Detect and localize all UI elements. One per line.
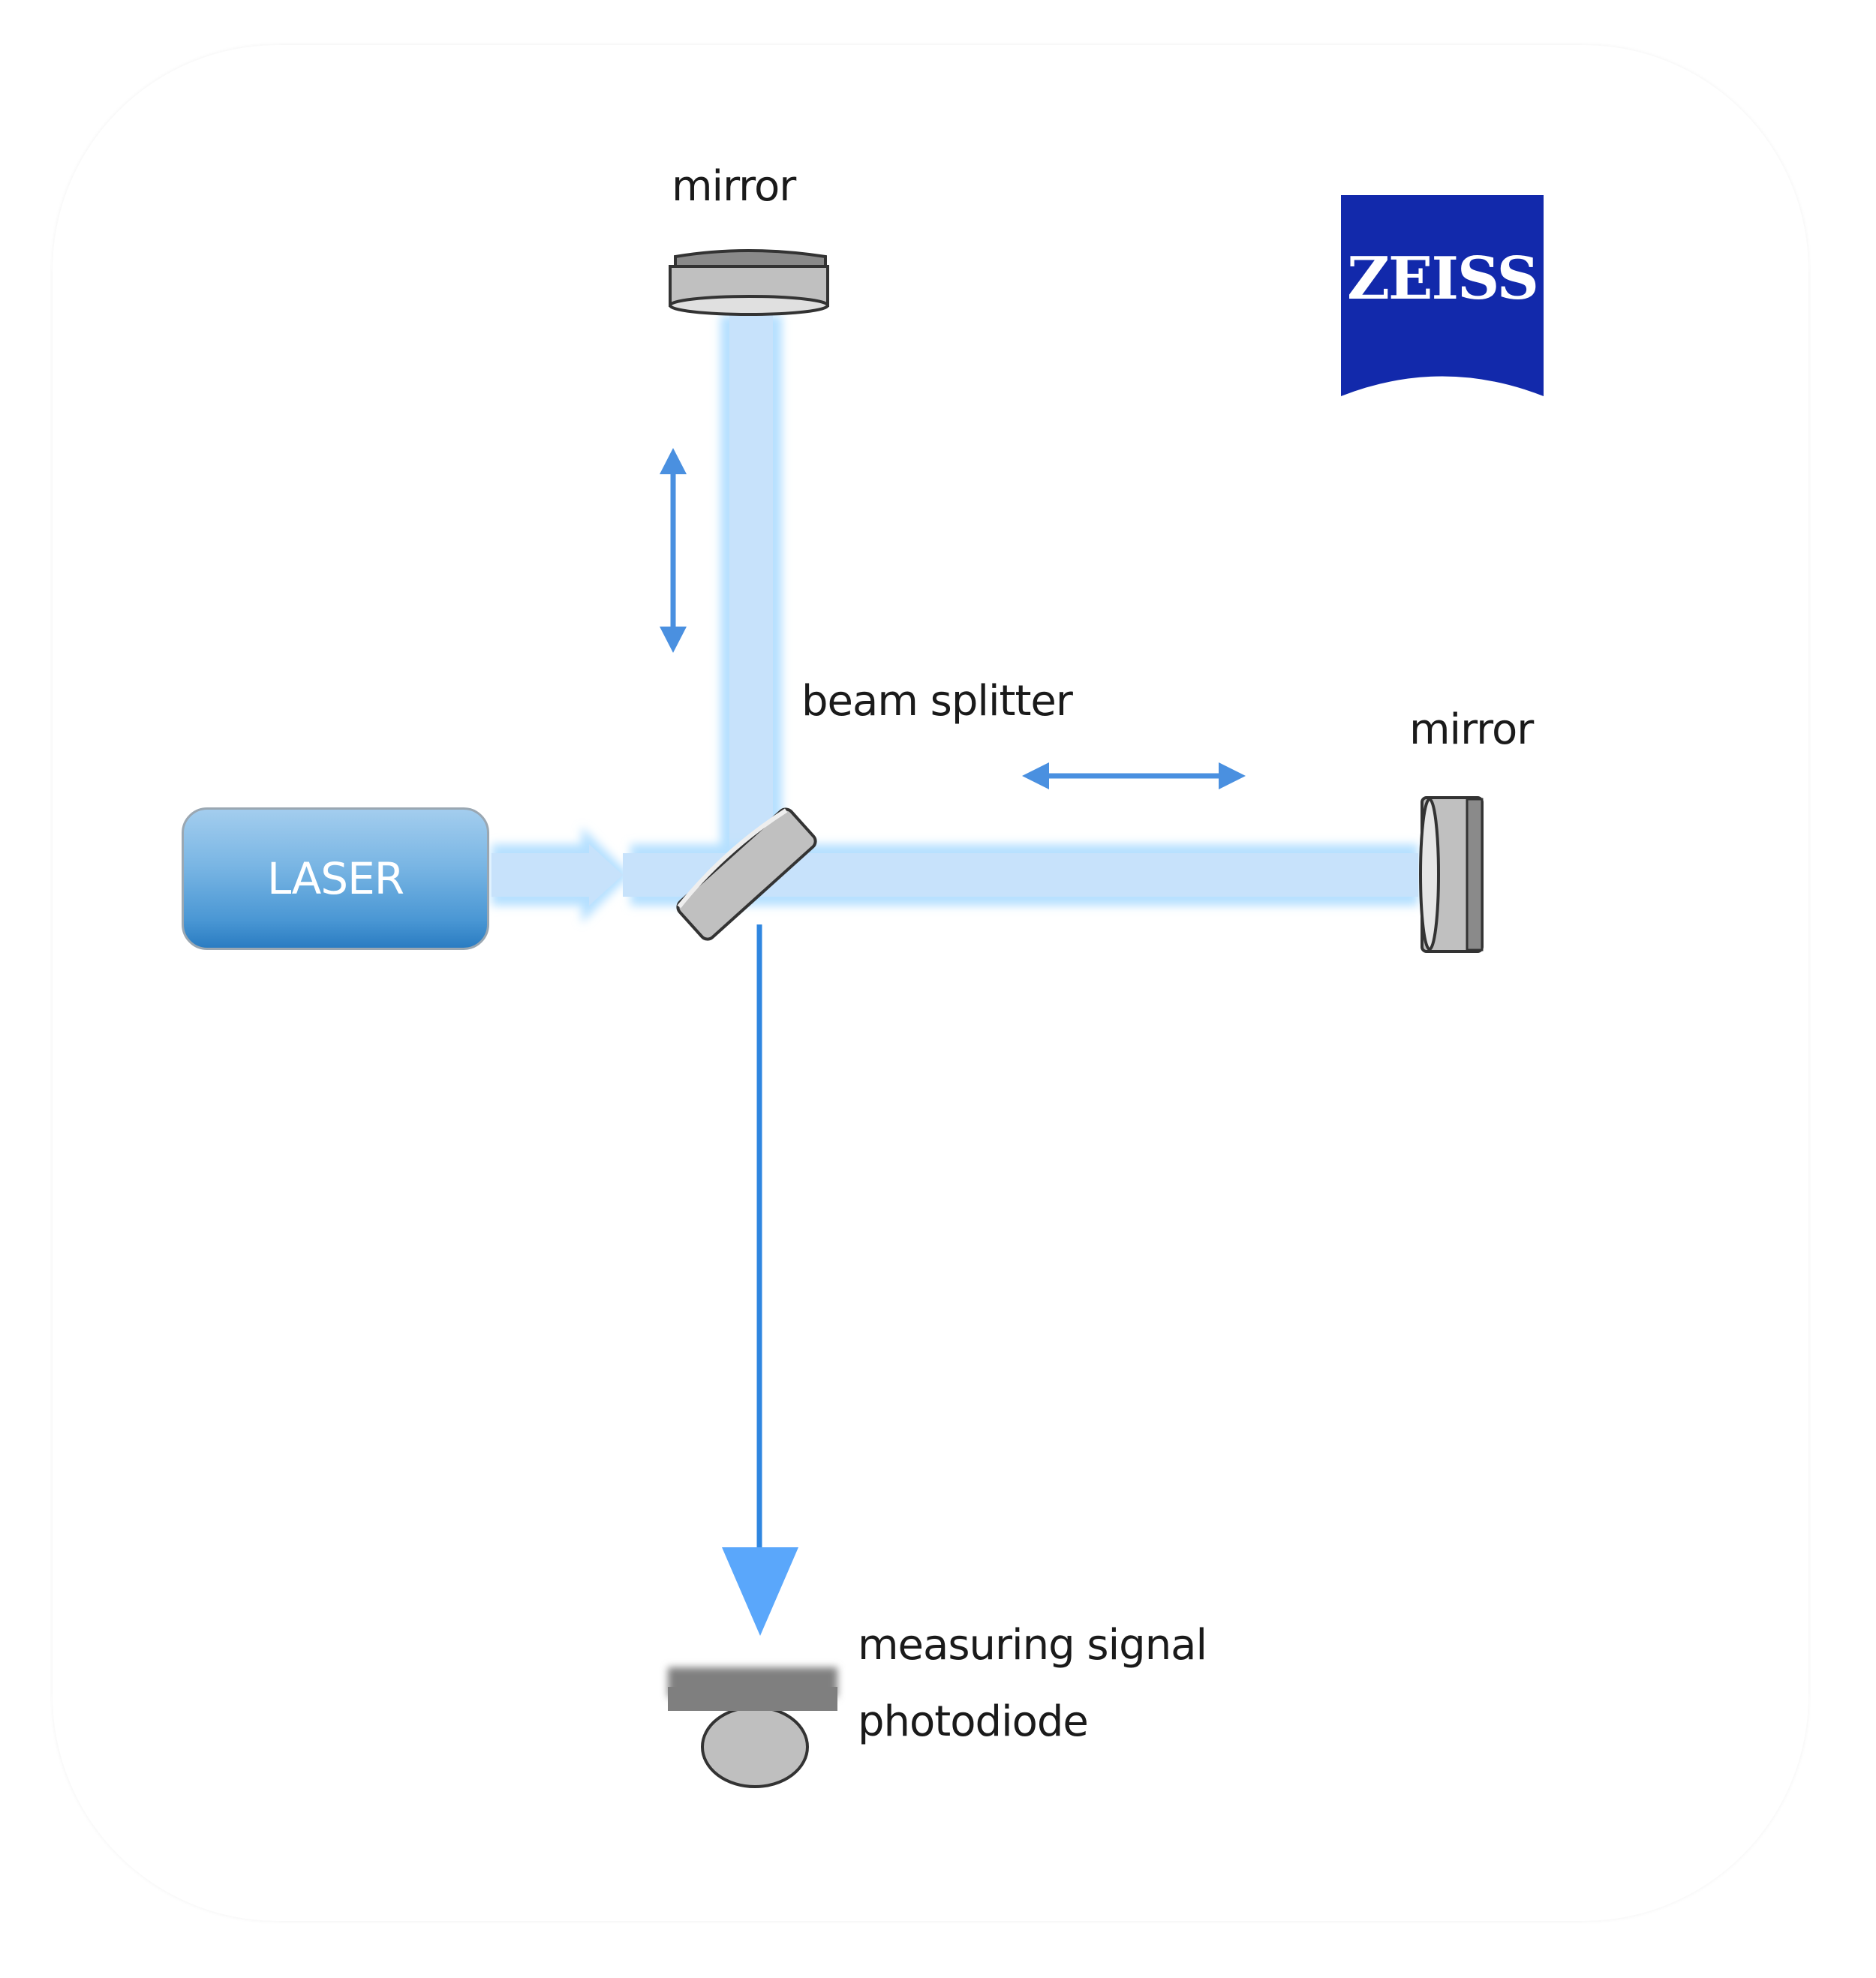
mirror-top-icon xyxy=(669,249,829,316)
measuring-signal-label: measuring signal xyxy=(858,1621,1207,1670)
signal-arrow-icon xyxy=(722,924,798,1636)
horizontal-adjust-arrow-icon xyxy=(1022,762,1246,789)
beam-splitter-icon xyxy=(676,807,817,941)
laser-label: LASER xyxy=(266,853,404,904)
zeiss-logo: ZEISS xyxy=(1341,195,1544,396)
beam-splitter-label: beam splitter xyxy=(801,677,1073,726)
laser-source: LASER xyxy=(182,807,489,950)
vertical-adjust-arrow-icon xyxy=(660,448,687,653)
laser-input-beam xyxy=(492,827,653,923)
mirror-top-label: mirror xyxy=(672,162,796,211)
photodiode-label: photodiode xyxy=(858,1697,1089,1746)
zeiss-logo-shield xyxy=(1341,195,1544,396)
mirror-right-label: mirror xyxy=(1409,705,1534,754)
beam-vertical xyxy=(720,315,782,874)
photodiode-icon xyxy=(668,1667,837,1788)
zeiss-logo-text: ZEISS xyxy=(1347,245,1538,313)
mirror-right-icon xyxy=(1419,796,1484,953)
